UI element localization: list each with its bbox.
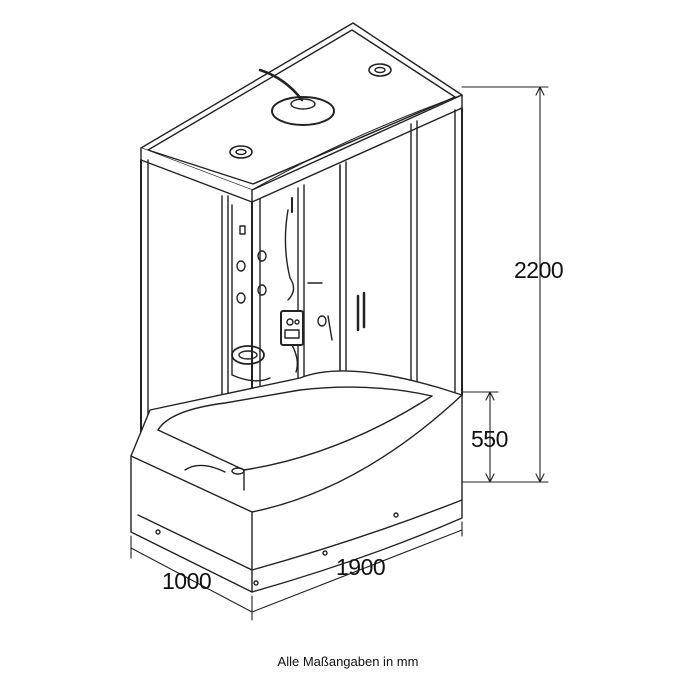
dimension-tray-height: 550	[471, 426, 508, 452]
dimension-length: 1900	[336, 554, 385, 580]
massage-jet-icon	[236, 292, 246, 304]
drain-icon	[231, 467, 245, 475]
ceiling-light-icon	[368, 63, 392, 77]
bathtub-tray	[130, 370, 463, 593]
massage-jet-icon	[257, 250, 267, 262]
control-panel-icon	[280, 310, 304, 346]
massage-jet-icon	[236, 260, 246, 272]
headrest-icon	[231, 345, 265, 365]
massage-jet-icon	[317, 315, 327, 327]
cabin-roof	[140, 22, 463, 203]
units-caption: Alle Maßangaben in mm	[277, 654, 419, 669]
column-panel	[231, 197, 333, 382]
massage-jet-icon	[257, 284, 267, 296]
dimension-total-height: 2200	[514, 257, 563, 283]
ceiling-light-icon	[229, 145, 253, 159]
dimension-width: 1000	[162, 568, 211, 594]
rain-shower-head-icon	[271, 96, 335, 126]
dimension-lines	[130, 86, 549, 621]
